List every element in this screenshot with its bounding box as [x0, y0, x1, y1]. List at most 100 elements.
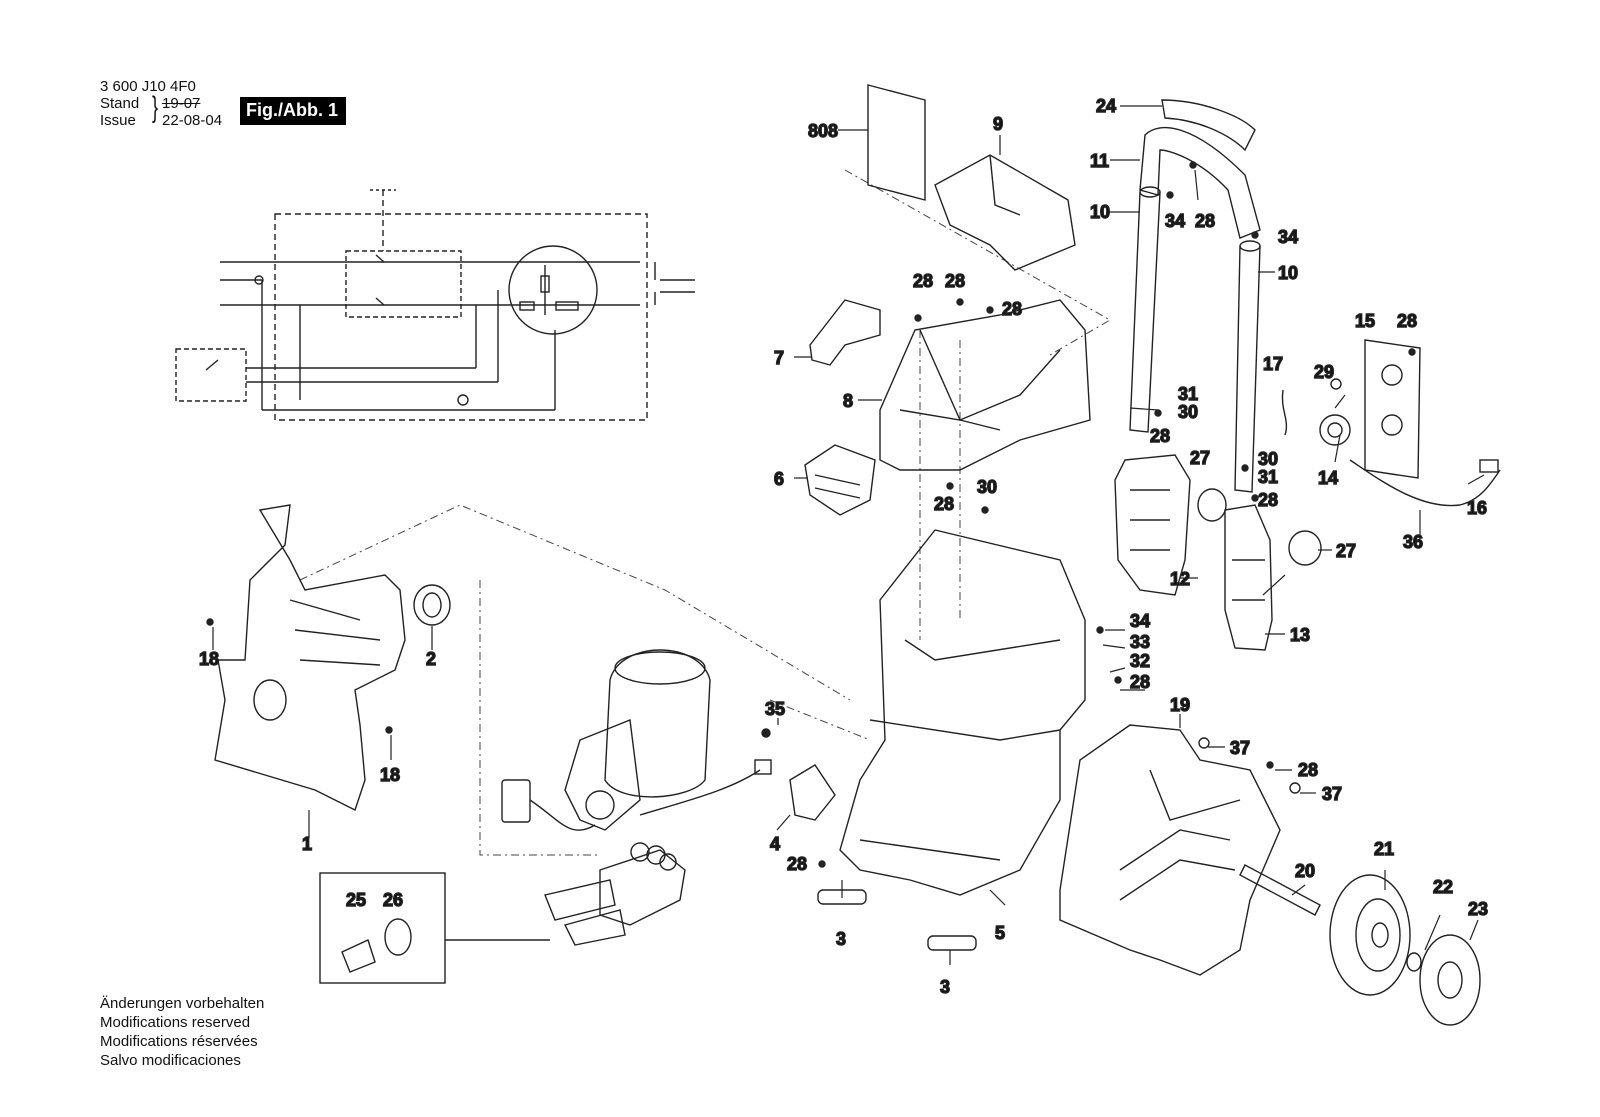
brace-icon: } — [152, 91, 159, 124]
label-9: 9 — [993, 114, 1003, 134]
label-6: 6 — [774, 469, 784, 489]
part-15-plate — [1364, 339, 1421, 479]
label-24: 24 — [1096, 96, 1116, 116]
part-20-axle — [1239, 864, 1321, 916]
part-motor — [564, 649, 711, 831]
part-24-grip — [1161, 99, 1256, 152]
part-19-base-frame — [1059, 724, 1281, 976]
label-28-center: 28 — [934, 494, 954, 514]
label-30-top: 30 — [1178, 402, 1198, 422]
label-14: 14 — [1318, 468, 1338, 488]
label-18-top: 18 — [199, 649, 219, 669]
label-28-mid: 28 — [1130, 672, 1150, 692]
label-7: 7 — [774, 348, 784, 368]
part-6-cap — [804, 444, 876, 516]
wiring-schematic — [175, 189, 695, 421]
label-23: 23 — [1468, 899, 1488, 919]
label-19: 19 — [1170, 695, 1190, 715]
label-808: 808 — [808, 121, 838, 141]
label-35: 35 — [765, 699, 785, 719]
accessory-box — [319, 872, 550, 984]
label-15: 15 — [1355, 311, 1375, 331]
label-28-bracket: 28 — [1150, 426, 1170, 446]
label-34-mid: 34 — [1130, 611, 1150, 631]
part-9-bracket — [934, 154, 1076, 271]
screw-icons — [206, 161, 1416, 868]
label-10-left: 10 — [1090, 202, 1110, 222]
label-22: 22 — [1433, 877, 1453, 897]
label-28-bottom: 28 — [787, 854, 807, 874]
label-16: 16 — [1467, 498, 1487, 518]
part-11-handle — [1139, 126, 1261, 239]
part-21-wheel — [1329, 874, 1411, 996]
label-13: 13 — [1290, 625, 1310, 645]
part-22-ring — [1406, 952, 1422, 972]
label-26: 26 — [383, 890, 403, 910]
footer-notes: Änderungen vorbehalten Modifications res… — [100, 994, 264, 1070]
label-8: 8 — [843, 391, 853, 411]
figure-badge: Fig./Abb. 1 — [240, 97, 346, 125]
part-36-hose — [1349, 459, 1501, 507]
label-37-bottom: 37 — [1322, 784, 1342, 804]
part-labels: 808 9 24 11 10 34 28 34 10 28 28 28 7 8 … — [198, 95, 1488, 997]
label-3-top: 3 — [836, 929, 846, 949]
part-pump-head — [544, 842, 686, 946]
part-5-housing — [839, 529, 1086, 896]
part-1-side-cover — [214, 504, 406, 811]
label-28-plate: 28 — [1397, 311, 1417, 331]
part-808-leaflet — [867, 84, 926, 201]
footer-line-de: Änderungen vorbehalten — [100, 995, 265, 1012]
label-5: 5 — [995, 923, 1005, 943]
label-28-top-a: 28 — [913, 271, 933, 291]
part-3-foot-b — [927, 935, 977, 951]
label-27-bottom: 27 — [1336, 541, 1356, 561]
part-10-tube-right — [1234, 240, 1261, 493]
label-31-mid: 31 — [1258, 467, 1278, 487]
part-16-connector — [1479, 459, 1499, 473]
label-28-right: 28 — [1258, 490, 1278, 510]
part-23-hubcap — [1419, 934, 1481, 1026]
part-14-valve — [1319, 414, 1351, 446]
label-10-right: 10 — [1278, 263, 1298, 283]
part-17-hose-piece — [1281, 389, 1288, 436]
label-33: 33 — [1130, 632, 1150, 652]
issue-label: Issue — [100, 112, 136, 129]
label-32: 32 — [1130, 651, 1150, 671]
part-12-bracket — [1114, 454, 1191, 596]
label-28-top-b: 28 — [945, 271, 965, 291]
part-8-top-cover — [879, 299, 1091, 471]
footer-line-fr: Modifications réservées — [100, 1033, 258, 1050]
stand-label: Stand — [100, 95, 140, 112]
part-number: 3 600 J10 4F0 — [100, 78, 196, 95]
part-13-bracket — [1224, 504, 1273, 651]
part-10-tube-left — [1129, 186, 1161, 433]
part-7-clip — [809, 299, 881, 366]
label-12: 12 — [1170, 569, 1190, 589]
label-34-left: 34 — [1165, 211, 1185, 231]
label-3-bottom: 3 — [940, 977, 950, 997]
label-29: 29 — [1314, 362, 1334, 382]
label-2: 2 — [426, 649, 436, 669]
document-header: 3 600 J10 4F0 Stand Issue } 19-07 22-08-… — [100, 78, 222, 129]
label-28-top-c: 28 — [1002, 299, 1022, 319]
label-37-top: 37 — [1230, 738, 1250, 758]
label-21: 21 — [1374, 839, 1394, 859]
label-11: 11 — [1090, 151, 1109, 171]
part-27-roller-b — [1288, 530, 1322, 566]
footer-line-en: Modifications reserved — [100, 1014, 251, 1031]
label-34-right: 34 — [1278, 227, 1298, 247]
part-power-cord — [529, 759, 772, 831]
part-4-nozzle — [789, 764, 836, 821]
label-30-mid: 30 — [1258, 449, 1278, 469]
label-31-top: 31 — [1178, 384, 1198, 404]
label-28-base: 28 — [1298, 760, 1318, 780]
label-1: 1 — [302, 834, 312, 854]
label-30-center: 30 — [977, 477, 997, 497]
label-18-bottom: 18 — [380, 765, 400, 785]
issue-date: 22-08-04 — [162, 112, 223, 129]
label-36: 36 — [1403, 532, 1423, 552]
part-27-roller-a — [1197, 488, 1227, 522]
label-17: 17 — [1263, 354, 1283, 374]
label-28-handle: 28 — [1195, 211, 1215, 231]
